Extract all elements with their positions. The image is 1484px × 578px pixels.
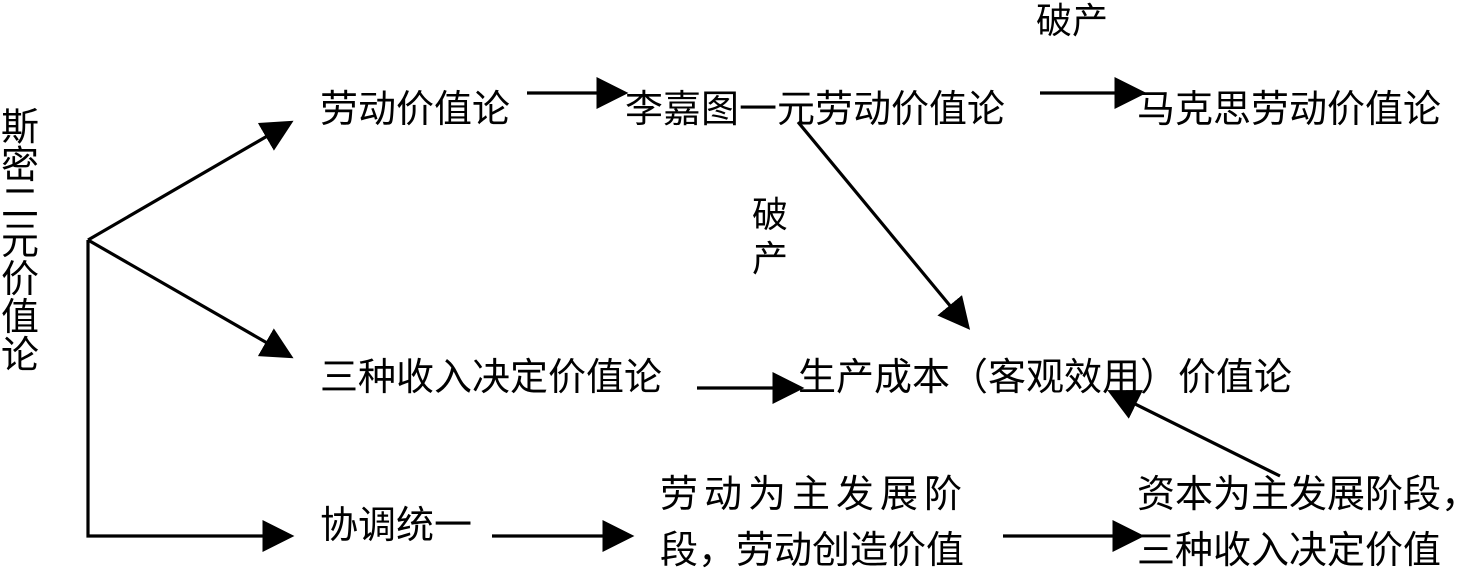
- node-capital-stage-line1: 资本为主发展阶段，: [1137, 472, 1480, 516]
- arrow-root-to-coordination: [86, 240, 295, 552]
- arrow-root-to-labor-theory: [87, 120, 294, 242]
- annotation-bankrupt-top: 破产: [1036, 1, 1109, 42]
- node-capital-stage-line2: 三种收入决定价值: [1137, 528, 1442, 572]
- node-capital-stage: 资本为主发展阶段， 三种收入决定价值: [1137, 466, 1479, 578]
- node-labor-stage: 劳动为主发展阶 段，劳动创造价值: [660, 466, 968, 578]
- node-three-income: 三种收入决定价值论: [320, 355, 663, 399]
- arrow-root-to-three-income: [87, 238, 294, 359]
- node-coordination: 协调统一: [320, 503, 473, 547]
- node-ricardo: 李嘉图一元劳动价值论: [625, 87, 1006, 131]
- arrow-capital-stage-to-production-cost: [1107, 390, 1281, 478]
- node-labor-theory: 劳动价值论: [320, 87, 511, 131]
- node-production-cost: 生产成本（客观效用）价值论: [798, 355, 1293, 399]
- annotation-bankrupt-middle-2: 产: [752, 239, 789, 280]
- arrow-ricardo-to-production-cost: [796, 120, 971, 330]
- annotation-bankrupt-middle-1: 破: [752, 195, 789, 236]
- node-labor-stage-line2: 段，劳动创造价值: [660, 528, 965, 572]
- root-label: 斯密二元价值论: [0, 105, 39, 377]
- node-marx: 马克思劳动价值论: [1137, 87, 1442, 131]
- node-labor-stage-line1: 劳动为主发展阶: [660, 472, 969, 516]
